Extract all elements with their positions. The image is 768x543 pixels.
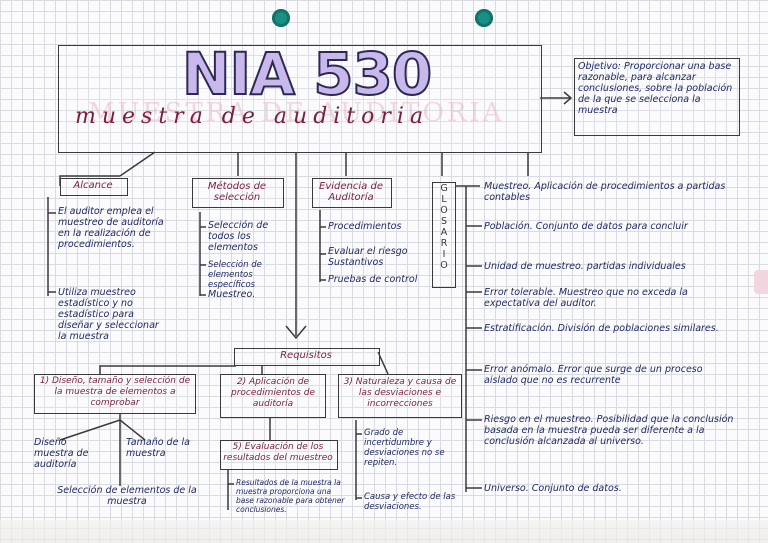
requisito-1b: Tamaño de la muestra [126,437,190,459]
requisito-3: 3) Naturaleza y causa de las desviacione… [343,377,457,409]
glosario-item: Error tolerable. Muestreo que no exceda … [484,287,688,309]
requisito-5-box [220,440,338,470]
requisito-3b: Causa y efecto de las desviaciones. [364,492,456,512]
metodos-item-2: Selección de elementos específicos [208,260,262,290]
requisito-3a: Grado de incertidumbre y desviaciones no… [364,428,445,468]
requisito-5: 5) Evaluación de los resultados del mues… [223,442,333,463]
alcance-header: Alcance [73,180,113,191]
requisito-1-box [34,374,196,414]
glosario-item: Error anómalo. Error que surge de un pro… [484,364,703,386]
glosario-item: Población. Conjunto de datos para conclu… [484,221,688,232]
glosario-letter: O [440,205,448,216]
metodos-item-1: Selección de todos los elementos [208,220,269,253]
requisitos-header: Requisitos [280,350,332,361]
glosario-header: G L O S A R I O [432,182,456,288]
page-subtitle: muestra de auditoria [75,104,430,129]
objetivo-box [574,58,740,136]
metodos-header: Métodos de selección [207,181,267,203]
metodos-item-3: Muestreo. [208,289,256,300]
metodos-header-box [192,178,284,208]
requisito-1a: Diseño muestra de auditoría [34,437,89,470]
evidencia-header-box [312,178,392,208]
glosario-item: Riesgo en el muestreo. Posibilidad que l… [484,414,734,447]
title-box [58,45,542,153]
requisito-1c: Selección de elementos de la muestra [57,485,197,507]
requisito-1: 1) Diseño, tamaño y selección de la mues… [39,376,191,408]
requisitos-header-box [234,348,380,366]
binder-hole-left [272,9,290,27]
glosario-letter: I [442,249,446,260]
glosario-letter: O [440,260,448,271]
glosario-letter: G [440,183,448,194]
requisito-5a: Resultados de la muestra la muestra prop… [236,478,345,514]
glosario-letter: R [440,238,448,249]
evidencia-item-1: Procedimientos [328,221,402,232]
evidencia-header: Evidencia de Auditoría [319,181,383,203]
glosario-letter: S [440,216,448,227]
bottom-decoration [0,520,768,543]
glosario-item: Unidad de muestreo. partidas individuale… [484,261,686,272]
glosario-letter: L [441,194,447,205]
objetivo-text: Objetivo: Proporcionar una base razonabl… [578,61,733,116]
glosario-item: Muestreo. Aplicación de procedimientos a… [484,181,726,203]
requisito-2: 2) Aplicación de procedimientos de audit… [231,377,315,409]
alcance-item-2: Utiliza muestreo estadístico y no estadí… [58,287,159,342]
evidencia-item-3: Pruebas de control [328,274,418,285]
page-title: NIA 530 [181,39,433,109]
requisito-3-box [338,374,462,418]
page-tab [754,270,768,294]
subtitle-shadow: MUESTRA DE AUDITORIA [88,98,505,128]
glosario-letter: A [440,227,448,238]
alcance-item-1: El auditor emplea el muestreo de auditor… [58,206,164,250]
glosario-item: Universo. Conjunto de datos. [484,483,622,494]
evidencia-item-2: Evaluar el riesgo Sustantivos [328,246,408,268]
glosario-item: Estratificación. División de poblaciones… [484,323,719,334]
alcance-header-box [60,178,128,196]
requisito-2-box [220,374,326,418]
binder-hole-right [475,9,493,27]
